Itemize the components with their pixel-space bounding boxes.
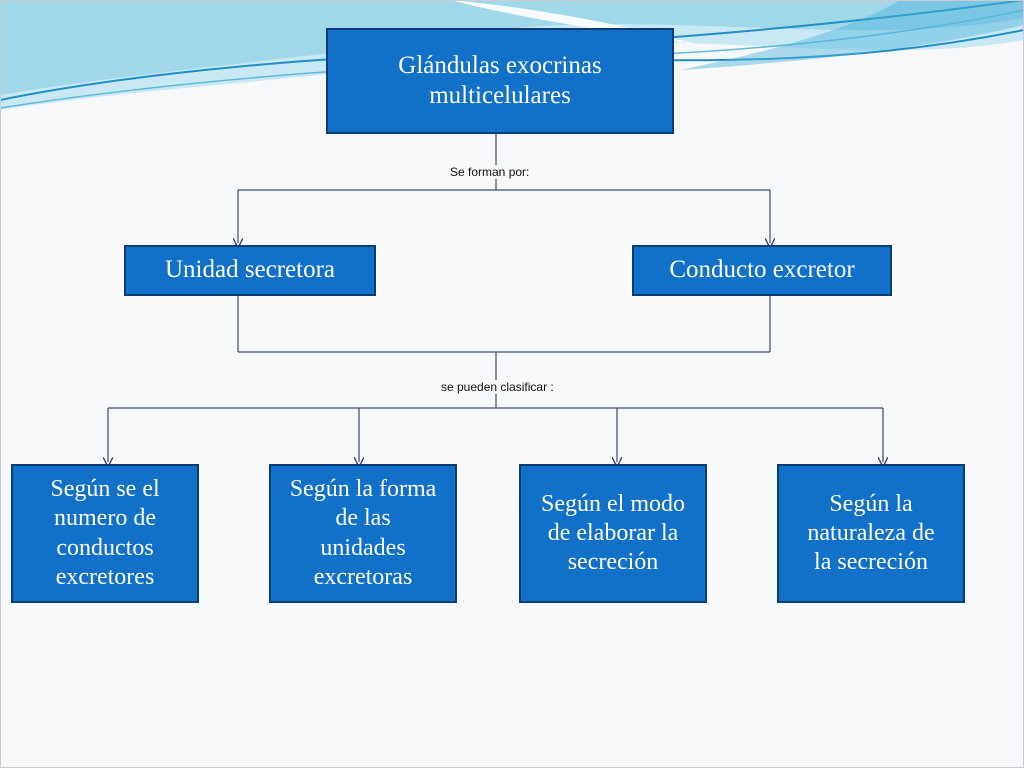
- node-unidad-secretora: Unidad secretora: [124, 245, 376, 296]
- node-line: Según el modo: [541, 490, 685, 517]
- node-class-naturaleza-secrecion: Según la naturaleza de la secreción: [777, 464, 965, 603]
- node-line: excretoras: [313, 563, 413, 590]
- edge-label-se-pueden-clasificar: se pueden clasificar :: [438, 380, 557, 394]
- node-class-forma-unidades: Según la forma de las unidades excretora…: [269, 464, 457, 603]
- root-node: Glándulas exocrinas multicelulares: [326, 28, 674, 134]
- wave-fill-right: [680, 0, 1024, 70]
- root-title-line-2: multicelulares: [429, 82, 571, 109]
- node-label: Conducto excretor: [669, 256, 855, 284]
- node-line: Según la: [829, 490, 913, 517]
- node-line: naturaleza de: [807, 519, 935, 546]
- node-line: Según la forma: [289, 475, 437, 502]
- node-line: Según se el: [50, 475, 160, 502]
- root-title-line-1: Glándulas exocrinas: [398, 51, 602, 79]
- node-label: Unidad secretora: [164, 256, 336, 284]
- node-class-numero-conductos: Según se el numero de conductos excretor…: [11, 464, 199, 603]
- edge-label-se-forman-por: Se forman por:: [447, 165, 533, 179]
- node-line: conductos: [56, 534, 154, 561]
- wave-line-3: [639, 29, 1024, 62]
- node-line: unidades: [320, 534, 406, 561]
- node-line: de las: [335, 505, 391, 532]
- node-conducto-excretor: Conducto excretor: [632, 245, 892, 296]
- node-line: de elaborar la: [547, 519, 679, 546]
- node-line: la secreción: [814, 549, 928, 576]
- node-line: numero de: [54, 505, 156, 532]
- node-line: excretores: [55, 563, 155, 590]
- node-line: secreción: [567, 549, 659, 576]
- node-class-modo-elaborar: Según el modo de elaborar la secreción: [519, 464, 707, 603]
- wave-fill-mid: [0, 0, 1024, 95]
